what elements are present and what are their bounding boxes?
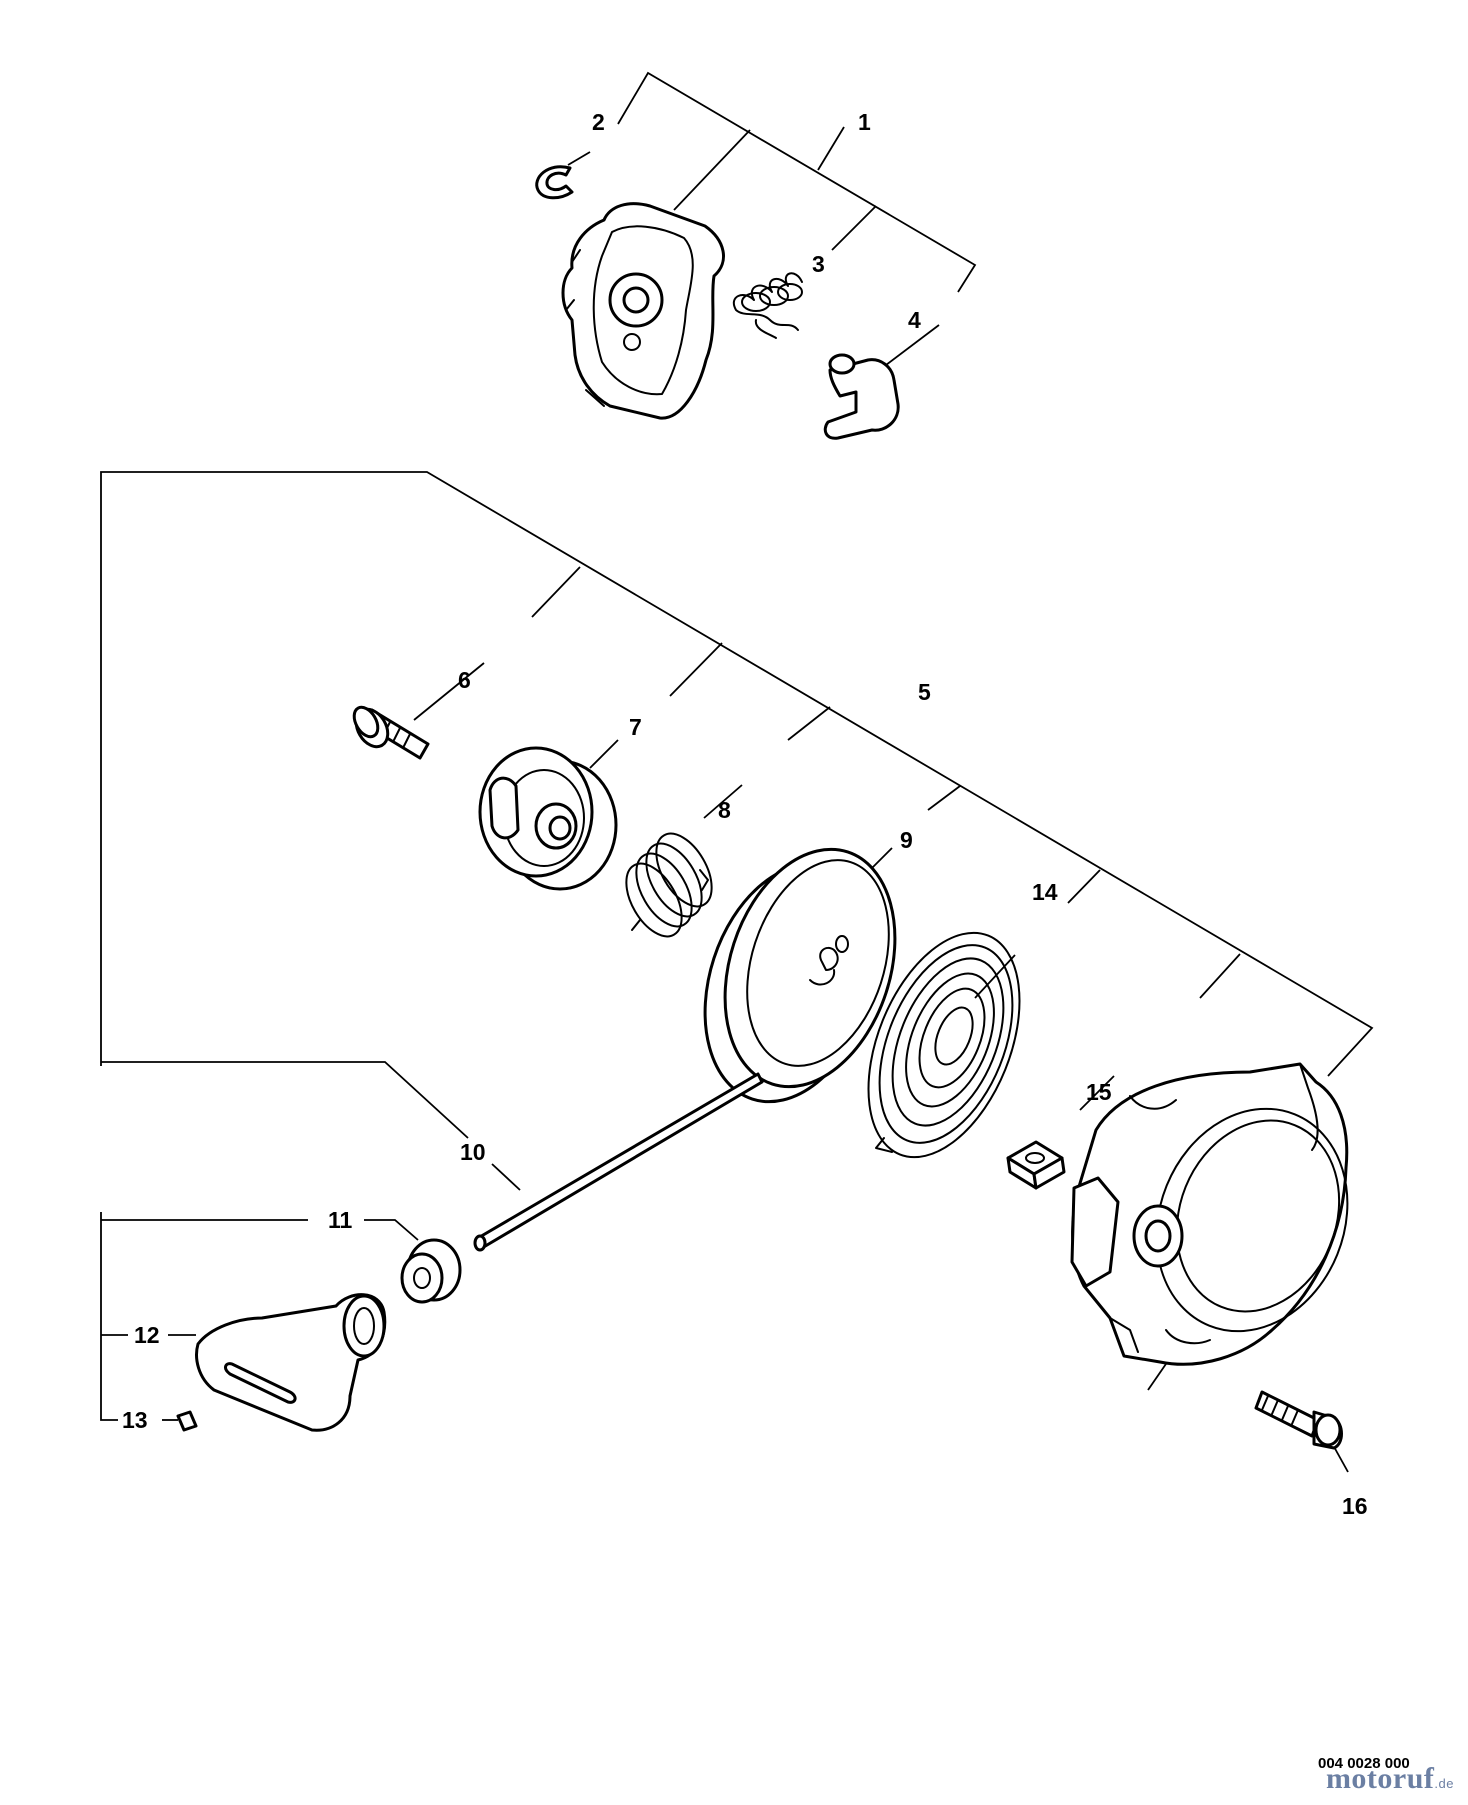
e-clip-part [535, 165, 574, 200]
ratchet-housing-part [561, 202, 725, 420]
callout-15: 15 [1086, 1079, 1112, 1105]
starter-handle-part [195, 1293, 387, 1432]
cover-bolt-part [1254, 1390, 1343, 1450]
handle-bracket-lines [100, 1061, 521, 1421]
recoil-spring-part [867, 931, 1021, 1159]
square-nut-part [1006, 1140, 1066, 1190]
callout-1: 1 [858, 109, 871, 135]
callout-7: 7 [629, 714, 642, 740]
callout-2: 2 [592, 109, 605, 135]
group-1-bracket-lines [567, 71, 977, 366]
drawing-reference-number: 004 0028 000 [1318, 1755, 1410, 1772]
center-screw-part [352, 705, 430, 760]
callout-9: 9 [900, 827, 913, 853]
pawl-part [823, 353, 900, 440]
starter-rope-part [473, 1072, 764, 1252]
watermark-brand: motoruf [1325, 1762, 1435, 1795]
starter-cover-part [1070, 1062, 1349, 1366]
callout-12: 12 [134, 1322, 160, 1348]
callout-11: 11 [328, 1207, 353, 1233]
callout-8: 8 [718, 797, 731, 823]
rope-grommet-part [400, 1238, 462, 1304]
coil-spring-part [625, 832, 713, 938]
callout-13: 13 [122, 1407, 148, 1433]
watermark-logo: motoruf.de [1326, 1762, 1454, 1796]
handle-insert-part [176, 1410, 198, 1432]
callout-6: 6 [458, 667, 471, 693]
rope-reel-part [703, 847, 897, 1104]
callout-14: 14 [1032, 879, 1058, 905]
watermark-suffix: .de [1434, 1776, 1454, 1791]
callout-5: 5 [918, 679, 931, 705]
ratchet-pulley-part [478, 746, 618, 891]
torsion-spring-small-part [733, 272, 803, 339]
callout-4: 4 [908, 307, 921, 333]
callout-16: 16 [1342, 1493, 1368, 1519]
callout-labels: 1 2 3 4 5 6 7 8 9 10 11 12 13 14 15 16 [122, 109, 1368, 1519]
callout-10: 10 [460, 1139, 486, 1165]
callout-3: 3 [812, 251, 825, 277]
